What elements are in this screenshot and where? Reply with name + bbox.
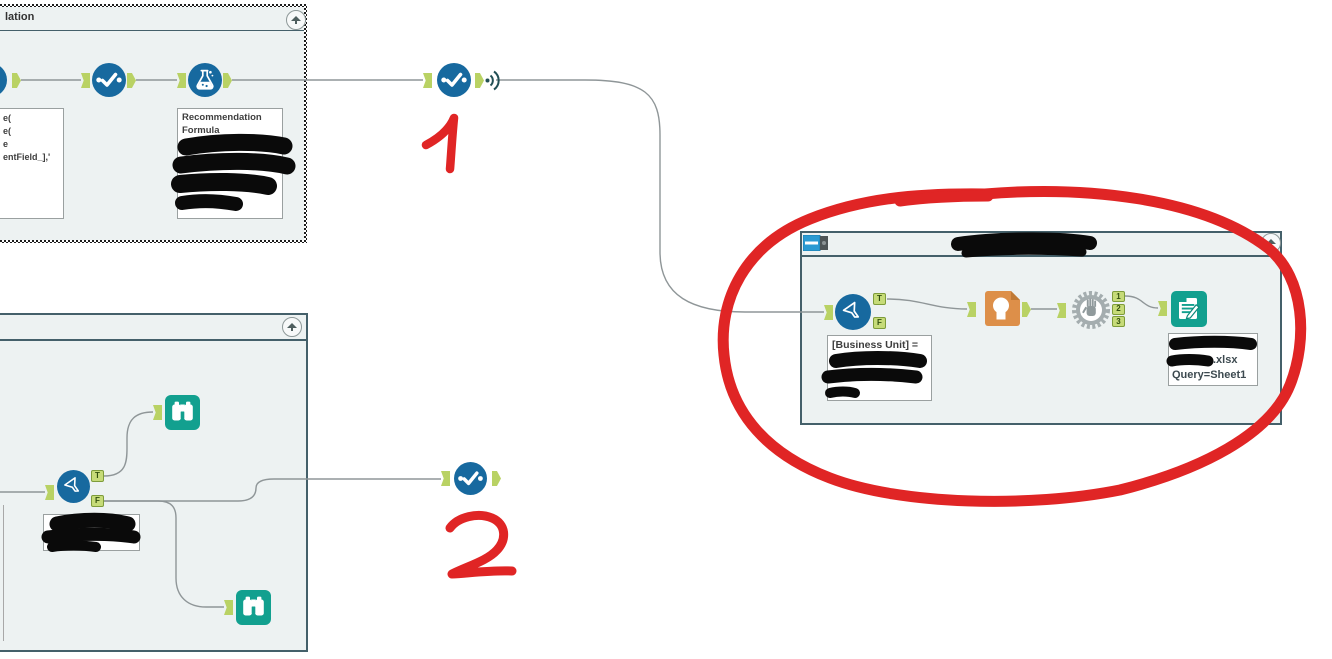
tool-macro-head[interactable] bbox=[985, 291, 1020, 331]
red-label-1 bbox=[421, 113, 459, 174]
container-title: lation bbox=[5, 11, 35, 23]
anchor-label: F bbox=[95, 496, 100, 505]
connection-filter-t-to-browse[interactable] bbox=[103, 411, 154, 477]
macro-head-icon bbox=[985, 291, 1020, 326]
browse-binoculars-icon bbox=[236, 590, 271, 625]
output-anchor[interactable] bbox=[223, 73, 232, 88]
anchor-label: F bbox=[877, 318, 882, 327]
output-anchor[interactable] bbox=[475, 73, 484, 88]
tool-filter-bottom[interactable] bbox=[57, 470, 90, 508]
tool-filter-right[interactable] bbox=[835, 294, 871, 335]
tool-browse-2[interactable] bbox=[236, 590, 271, 630]
tool-formula[interactable] bbox=[188, 63, 222, 102]
container-header-glyph-icon bbox=[803, 235, 828, 251]
connection-filter-f-to-tool2[interactable] bbox=[104, 478, 441, 502]
red-circle-annotation bbox=[717, 186, 1307, 507]
browse-binoculars-icon bbox=[165, 395, 200, 430]
annotation-line: [Business Unit] = bbox=[832, 339, 919, 351]
output-anchor-1[interactable]: 1 bbox=[1112, 291, 1125, 302]
input-anchor[interactable] bbox=[224, 600, 233, 615]
t-output-anchor[interactable]: T bbox=[873, 293, 886, 305]
input-anchor[interactable] bbox=[967, 302, 976, 317]
output-data-sheet-icon bbox=[1171, 291, 1207, 327]
tool-partial-left[interactable] bbox=[0, 63, 7, 102]
code-line: e bbox=[3, 139, 9, 149]
tool-output-data[interactable] bbox=[1171, 291, 1207, 332]
anchor-label: T bbox=[95, 471, 100, 480]
tool-check-wireless[interactable] bbox=[437, 63, 471, 102]
black-redactions bbox=[41, 133, 1257, 552]
tool-check[interactable] bbox=[92, 63, 126, 102]
connection-wireless-to-filter[interactable] bbox=[496, 79, 824, 313]
tool-browse-1[interactable] bbox=[165, 395, 200, 435]
annotation-line: Recommendation bbox=[182, 112, 262, 123]
connection-filter-t-to-macro[interactable] bbox=[886, 298, 968, 310]
input-anchor[interactable] bbox=[423, 73, 432, 88]
input-anchor[interactable] bbox=[441, 471, 450, 486]
chevron-up-icon bbox=[291, 16, 301, 24]
collapse-button[interactable] bbox=[286, 10, 306, 30]
anchor-label: 3 bbox=[1116, 316, 1121, 326]
output-anchor[interactable] bbox=[492, 471, 501, 486]
tool-block-until-done[interactable] bbox=[1069, 288, 1113, 337]
output-anchor[interactable] bbox=[127, 73, 136, 88]
input-anchor[interactable] bbox=[81, 73, 90, 88]
annotation-line: .xlsx bbox=[1213, 354, 1238, 366]
output-anchor[interactable] bbox=[12, 73, 21, 88]
chevron-up-icon bbox=[287, 323, 297, 331]
anchor-label: 2 bbox=[1116, 304, 1121, 313]
check-dots-icon bbox=[437, 63, 471, 97]
code-line: e( bbox=[3, 126, 12, 136]
offscreen-box-edge bbox=[3, 505, 4, 641]
filter-funnel-icon bbox=[57, 470, 90, 503]
input-anchor[interactable] bbox=[45, 485, 54, 500]
input-anchor[interactable] bbox=[153, 405, 162, 420]
connection-block-to-output[interactable] bbox=[1124, 295, 1159, 309]
hand-gear-icon bbox=[1072, 291, 1110, 329]
code-line: e( bbox=[3, 113, 12, 123]
input-anchor[interactable] bbox=[1158, 301, 1167, 316]
tool-circle-icon bbox=[0, 66, 7, 94]
connection-filter-f-to-browse2[interactable] bbox=[104, 500, 224, 608]
f-output-anchor[interactable]: F bbox=[873, 317, 886, 329]
check-dots-icon bbox=[454, 462, 487, 495]
red-annotations bbox=[421, 113, 1307, 579]
collapse-button[interactable] bbox=[282, 317, 302, 337]
output-anchor-3[interactable]: 3 bbox=[1112, 316, 1125, 327]
anchor-label: 1 bbox=[1116, 291, 1121, 301]
tool-check-2[interactable] bbox=[454, 462, 487, 500]
container-bottom-left-header[interactable] bbox=[0, 315, 306, 341]
input-anchor[interactable] bbox=[824, 305, 833, 320]
annotation-line: Query=Sheet1 bbox=[1172, 369, 1247, 381]
annotation-line: Formula bbox=[182, 125, 220, 136]
formula-flask-icon bbox=[188, 63, 222, 97]
output-anchor[interactable] bbox=[1022, 302, 1031, 317]
code-annotation-box[interactable]: e( e( e entField_],' bbox=[0, 108, 64, 219]
f-output-anchor[interactable]: F bbox=[91, 495, 104, 507]
filter-funnel-icon bbox=[835, 294, 871, 330]
anchor-label: T bbox=[877, 294, 882, 303]
wireless-signal-icon bbox=[485, 70, 500, 91]
check-dots-icon bbox=[92, 63, 126, 97]
code-line: entField_],' bbox=[3, 152, 51, 162]
input-anchor[interactable] bbox=[177, 73, 186, 88]
red-label-2 bbox=[445, 510, 517, 579]
output-anchor-2[interactable]: 2 bbox=[1112, 303, 1125, 315]
container-top-left-header[interactable]: lation bbox=[0, 7, 304, 31]
t-output-anchor[interactable]: T bbox=[91, 470, 104, 482]
input-anchor[interactable] bbox=[1057, 303, 1066, 318]
